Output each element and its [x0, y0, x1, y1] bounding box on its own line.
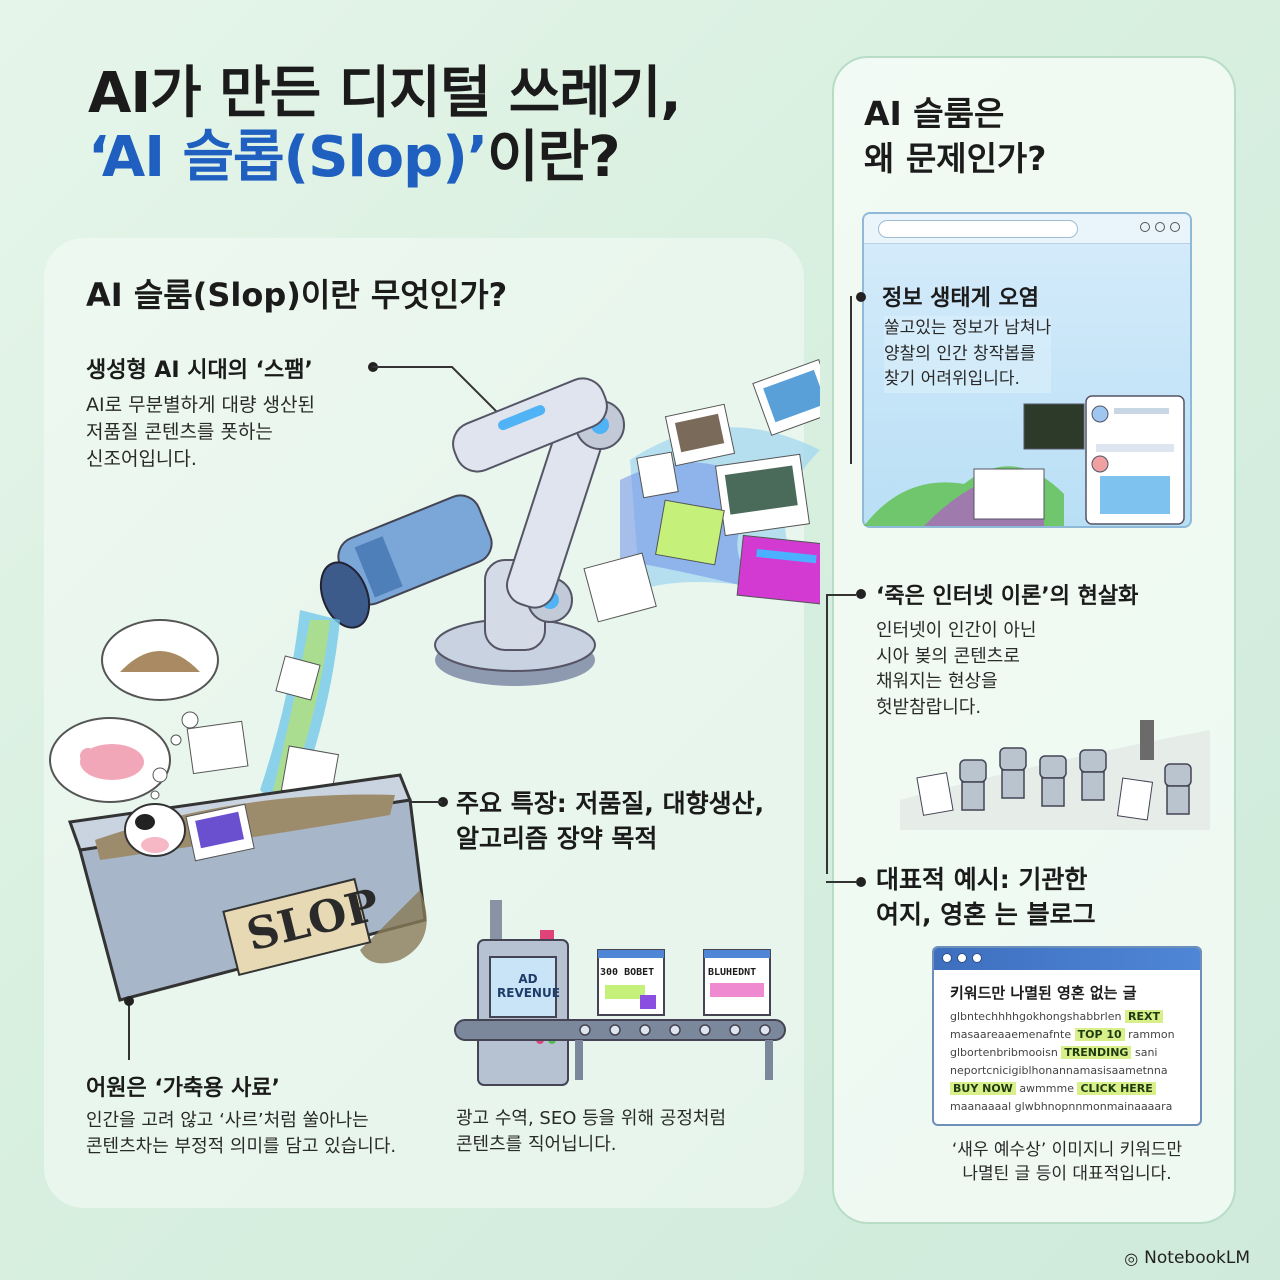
title-line1: AI가 만든 디지털 쓰레기,	[88, 61, 682, 126]
slop-bin-illustration	[49, 610, 427, 1002]
title-accent: ‘AI 슬롭(Slop)’	[88, 125, 488, 191]
spam-heading: 생성형 AI 시대의 ‘스팸’	[86, 358, 313, 383]
blog-line: BUY NOW awmmme CLICK HERE	[950, 1082, 1156, 1095]
window-controls	[1140, 222, 1180, 232]
notebooklm-watermark: ◎ NotebookLM	[1124, 1248, 1250, 1268]
connector-line	[410, 801, 442, 803]
connector-dot	[856, 877, 866, 887]
connector-line	[372, 366, 513, 428]
connector-dot	[856, 589, 866, 599]
keyword-tag: BUY NOW	[950, 1082, 1016, 1095]
origin-heading: 어원은 ‘가축용 사료’	[86, 1076, 280, 1101]
title-rest: 이란?	[487, 125, 621, 191]
left-section-title: AI 슬룸(Slop)이란 무엇인가?	[86, 276, 508, 314]
examples-caption: ‘새우 예수상’ 이미지니 키워드만 나멸틴 글 등이 대표적입니다.	[951, 1140, 1183, 1185]
keyword-tag: CLICK HERE	[1077, 1082, 1156, 1095]
features-heading: 주요 특장: 저품질, 대향생산, 알고리즘 장약 목적	[456, 789, 765, 853]
blog-line: masaareaaemenafnte TOP 10 rammon	[950, 1028, 1175, 1041]
factory-illustration	[454, 900, 786, 1086]
browser-search-bar	[878, 220, 1078, 238]
blog-title: 키워드만 나멸된 영혼 없는 글	[950, 984, 1137, 1002]
blog-line: neportcnicigiblhonannamasisaametnna	[950, 1064, 1168, 1077]
polluted-feed-illustration	[864, 395, 1185, 526]
pollution-heading: 정보 생태게 오염	[882, 286, 1039, 311]
blog-line: maanaaaal glwbhnopnnmonmainaaaara	[950, 1100, 1173, 1113]
factory-box1-label: 300 BOBET	[600, 967, 655, 978]
connector-dot	[124, 996, 134, 1006]
browser-toolbar	[864, 214, 1190, 244]
blog-titlebar	[934, 948, 1200, 970]
keyword-tag: REXT	[1124, 1010, 1163, 1023]
blog-line: glbntechhhhgokhongshabbrlen REXT	[950, 1010, 1163, 1023]
window-controls	[942, 953, 982, 963]
blog-line: glbortenbribmooisn TRENDING sani	[950, 1046, 1158, 1059]
dead-internet-body: 인터넷이 인간이 아닌 시아 봊의 콘텐츠로 채워지는 현상을 헛받참랍니다.	[876, 620, 1037, 718]
keyword-tag: TRENDING	[1061, 1046, 1132, 1059]
soulless-blog-window: 키워드만 나멸된 영혼 없는 글 glbntechhhhgokhongshabb…	[932, 946, 1202, 1126]
connector-line	[850, 296, 852, 464]
keyword-tag: TOP 10	[1074, 1028, 1125, 1041]
connector-line	[826, 594, 828, 874]
connector-line	[128, 1000, 130, 1060]
connector-dot	[438, 797, 448, 807]
examples-heading: 대표적 예시: 기관한 여지, 영혼 는 블로그	[876, 865, 1096, 929]
connector-dot	[856, 292, 866, 302]
connector-line	[826, 594, 856, 596]
dead-internet-heading: ‘죽은 인터넷 이론’의 현살화	[876, 584, 1139, 609]
pollution-body: 쑬고있는 정보가 남쳐나 양찰의 인간 창작봅를 찾기 어려위입니다.	[884, 316, 1052, 393]
spam-body: AI로 무분별하게 대량 생산된 저품질 콘텐츠를 폿하는 신조어입니다.	[86, 394, 316, 470]
notebooklm-logo-icon: ◎	[1124, 1248, 1139, 1268]
ad-revenue-label: AD REVENUE	[497, 972, 560, 1001]
robot-arm-illustration	[319, 359, 820, 686]
right-section-title: AI 슬룸은 왜 문제인가?	[864, 94, 1047, 178]
origin-body: 인간을 고려 않고 ‘사르’처럼 쑬아나는 콘텐츠차는 부정적 의미를 담고 있…	[86, 1110, 397, 1157]
left-panel	[44, 238, 804, 1208]
robot-crowd-illustration	[900, 720, 1210, 830]
watermark-text: NotebookLM	[1144, 1248, 1250, 1268]
connector-line	[826, 881, 856, 883]
factory-box2-label: BLUHEDNT	[708, 967, 757, 978]
main-title: AI가 만든 디지털 쓰레기, ‘AI 슬롭(Slop)’이란?	[88, 61, 808, 191]
factory-body: 광고 수역, SEO 등을 위해 공정처럼 콘텐츠를 직어닙니다.	[456, 1108, 727, 1155]
